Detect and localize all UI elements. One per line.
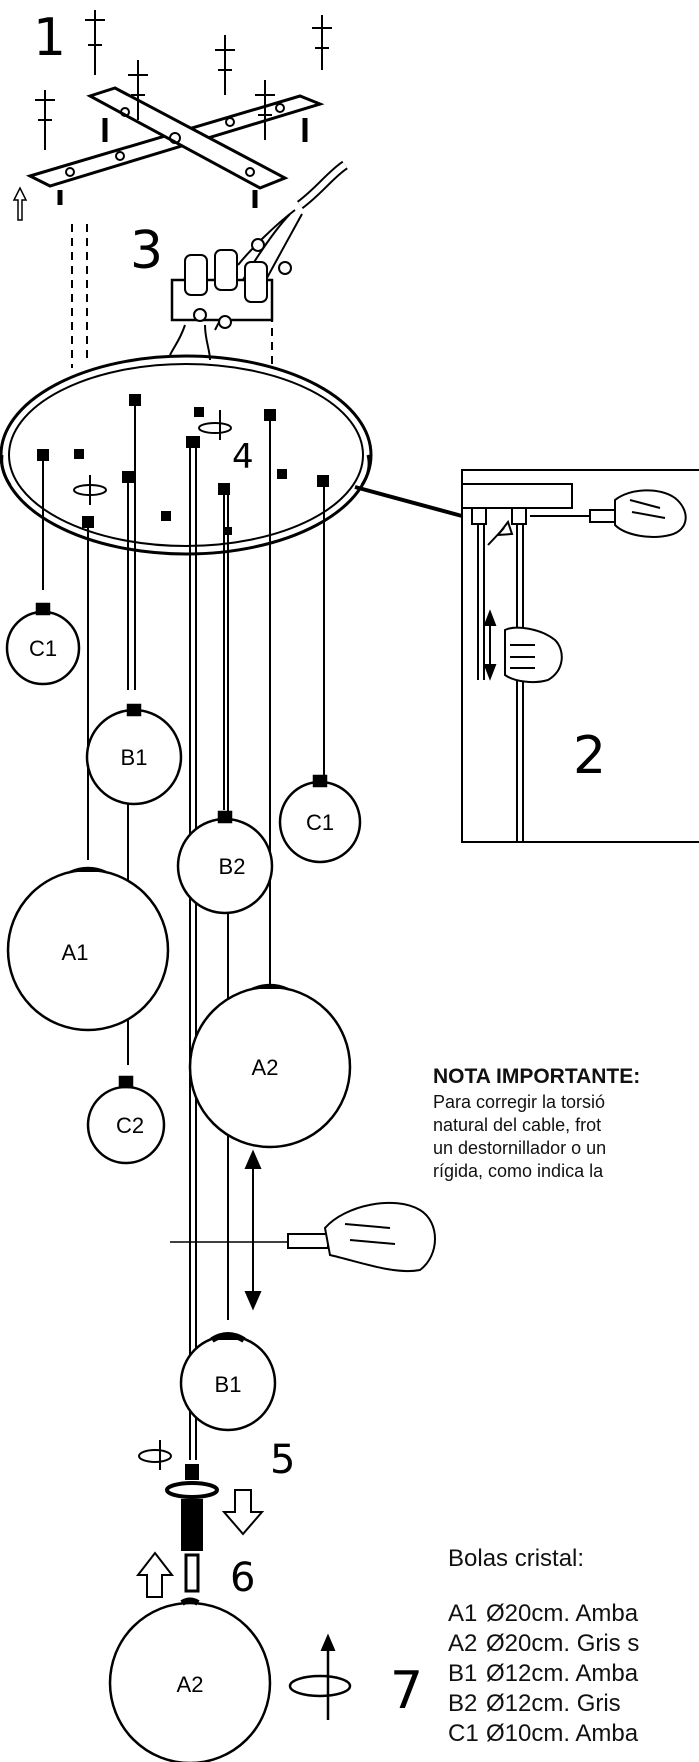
legend-title: Bolas cristal:: [448, 1545, 585, 1572]
ball-label-b1-lower: B1: [215, 1372, 242, 1397]
rotate-arrow-icon: [73, 410, 232, 505]
ball-label-a2-mid: A2: [252, 1055, 279, 1080]
legend-row: B2 Ø12cm. Gris: [448, 1689, 699, 1719]
ball-label-a1: A1: [62, 940, 89, 965]
hand-screwdriver-icon: [170, 1149, 436, 1311]
ball-label-b2: B2: [219, 854, 246, 879]
legend-text: Ø10cm. Amba: [486, 1720, 639, 1747]
legend-code: B1: [448, 1660, 478, 1687]
legend-row: A1 Ø20cm. Amba: [448, 1599, 699, 1629]
up-arrow-icon: [135, 1551, 175, 1598]
terminal-block-icon: [169, 160, 348, 361]
ball-label-c1-right: C1: [306, 810, 334, 835]
globes: [5, 602, 362, 1762]
legend-text: Ø12cm. Amba: [486, 1660, 639, 1687]
note-line: Para corregir la torsió: [433, 1092, 606, 1112]
ceiling-bracket-icon: [12, 10, 332, 221]
step-4: 4: [232, 437, 254, 477]
legend-code: A2: [448, 1630, 478, 1657]
legend-row: B1 Ø12cm. Amba: [448, 1659, 699, 1689]
legend-text: Ø20cm. Amba: [486, 1600, 639, 1627]
important-note: NOTA IMPORTANTE: Para corregir la torsió…: [433, 1065, 699, 1183]
note-line: un destornillador o un: [433, 1138, 607, 1158]
ball-label-c2: C2: [116, 1113, 144, 1138]
step-3: 3: [130, 221, 164, 281]
legend-text: Ø20cm. Gris s: [486, 1630, 640, 1657]
step-2: 2: [573, 726, 607, 786]
legend-row: C1 Ø10cm. Amba: [448, 1719, 699, 1749]
legend-row: A2 Ø20cm. Gris s: [448, 1629, 699, 1659]
ball-label-c1-left: C1: [29, 636, 57, 661]
step-7: 7: [390, 1661, 424, 1721]
step-5: 5: [270, 1437, 296, 1483]
ball-label-b1-upper: B1: [121, 745, 148, 770]
legend-text: Ø12cm. Gris: [486, 1690, 621, 1717]
detail-box-2: [461, 469, 699, 843]
hand-pull-icon: [504, 626, 563, 684]
rotate-arrow-icon: [138, 1440, 219, 1499]
ball-label-a2-bottom: A2: [177, 1672, 204, 1697]
legend-code: A1: [448, 1600, 478, 1627]
step-6: 6: [230, 1555, 256, 1601]
note-title: NOTA IMPORTANTE:: [433, 1065, 641, 1088]
legend-code: B2: [448, 1690, 478, 1717]
note-line: natural del cable, frot: [433, 1115, 602, 1135]
legend-code: C1: [448, 1720, 479, 1747]
rotate-arrow-icon: [288, 1633, 352, 1720]
glass-balls-legend: Bolas cristal: A1 Ø20cm. Amba A2 Ø20cm. Gr…: [448, 1545, 699, 1749]
canopy: [0, 354, 373, 556]
step-1: 1: [33, 8, 67, 68]
down-arrow-icon: [221, 1489, 265, 1536]
hand-screwdriver-icon: [530, 489, 687, 538]
note-line: rígida, como indica la: [433, 1161, 604, 1181]
